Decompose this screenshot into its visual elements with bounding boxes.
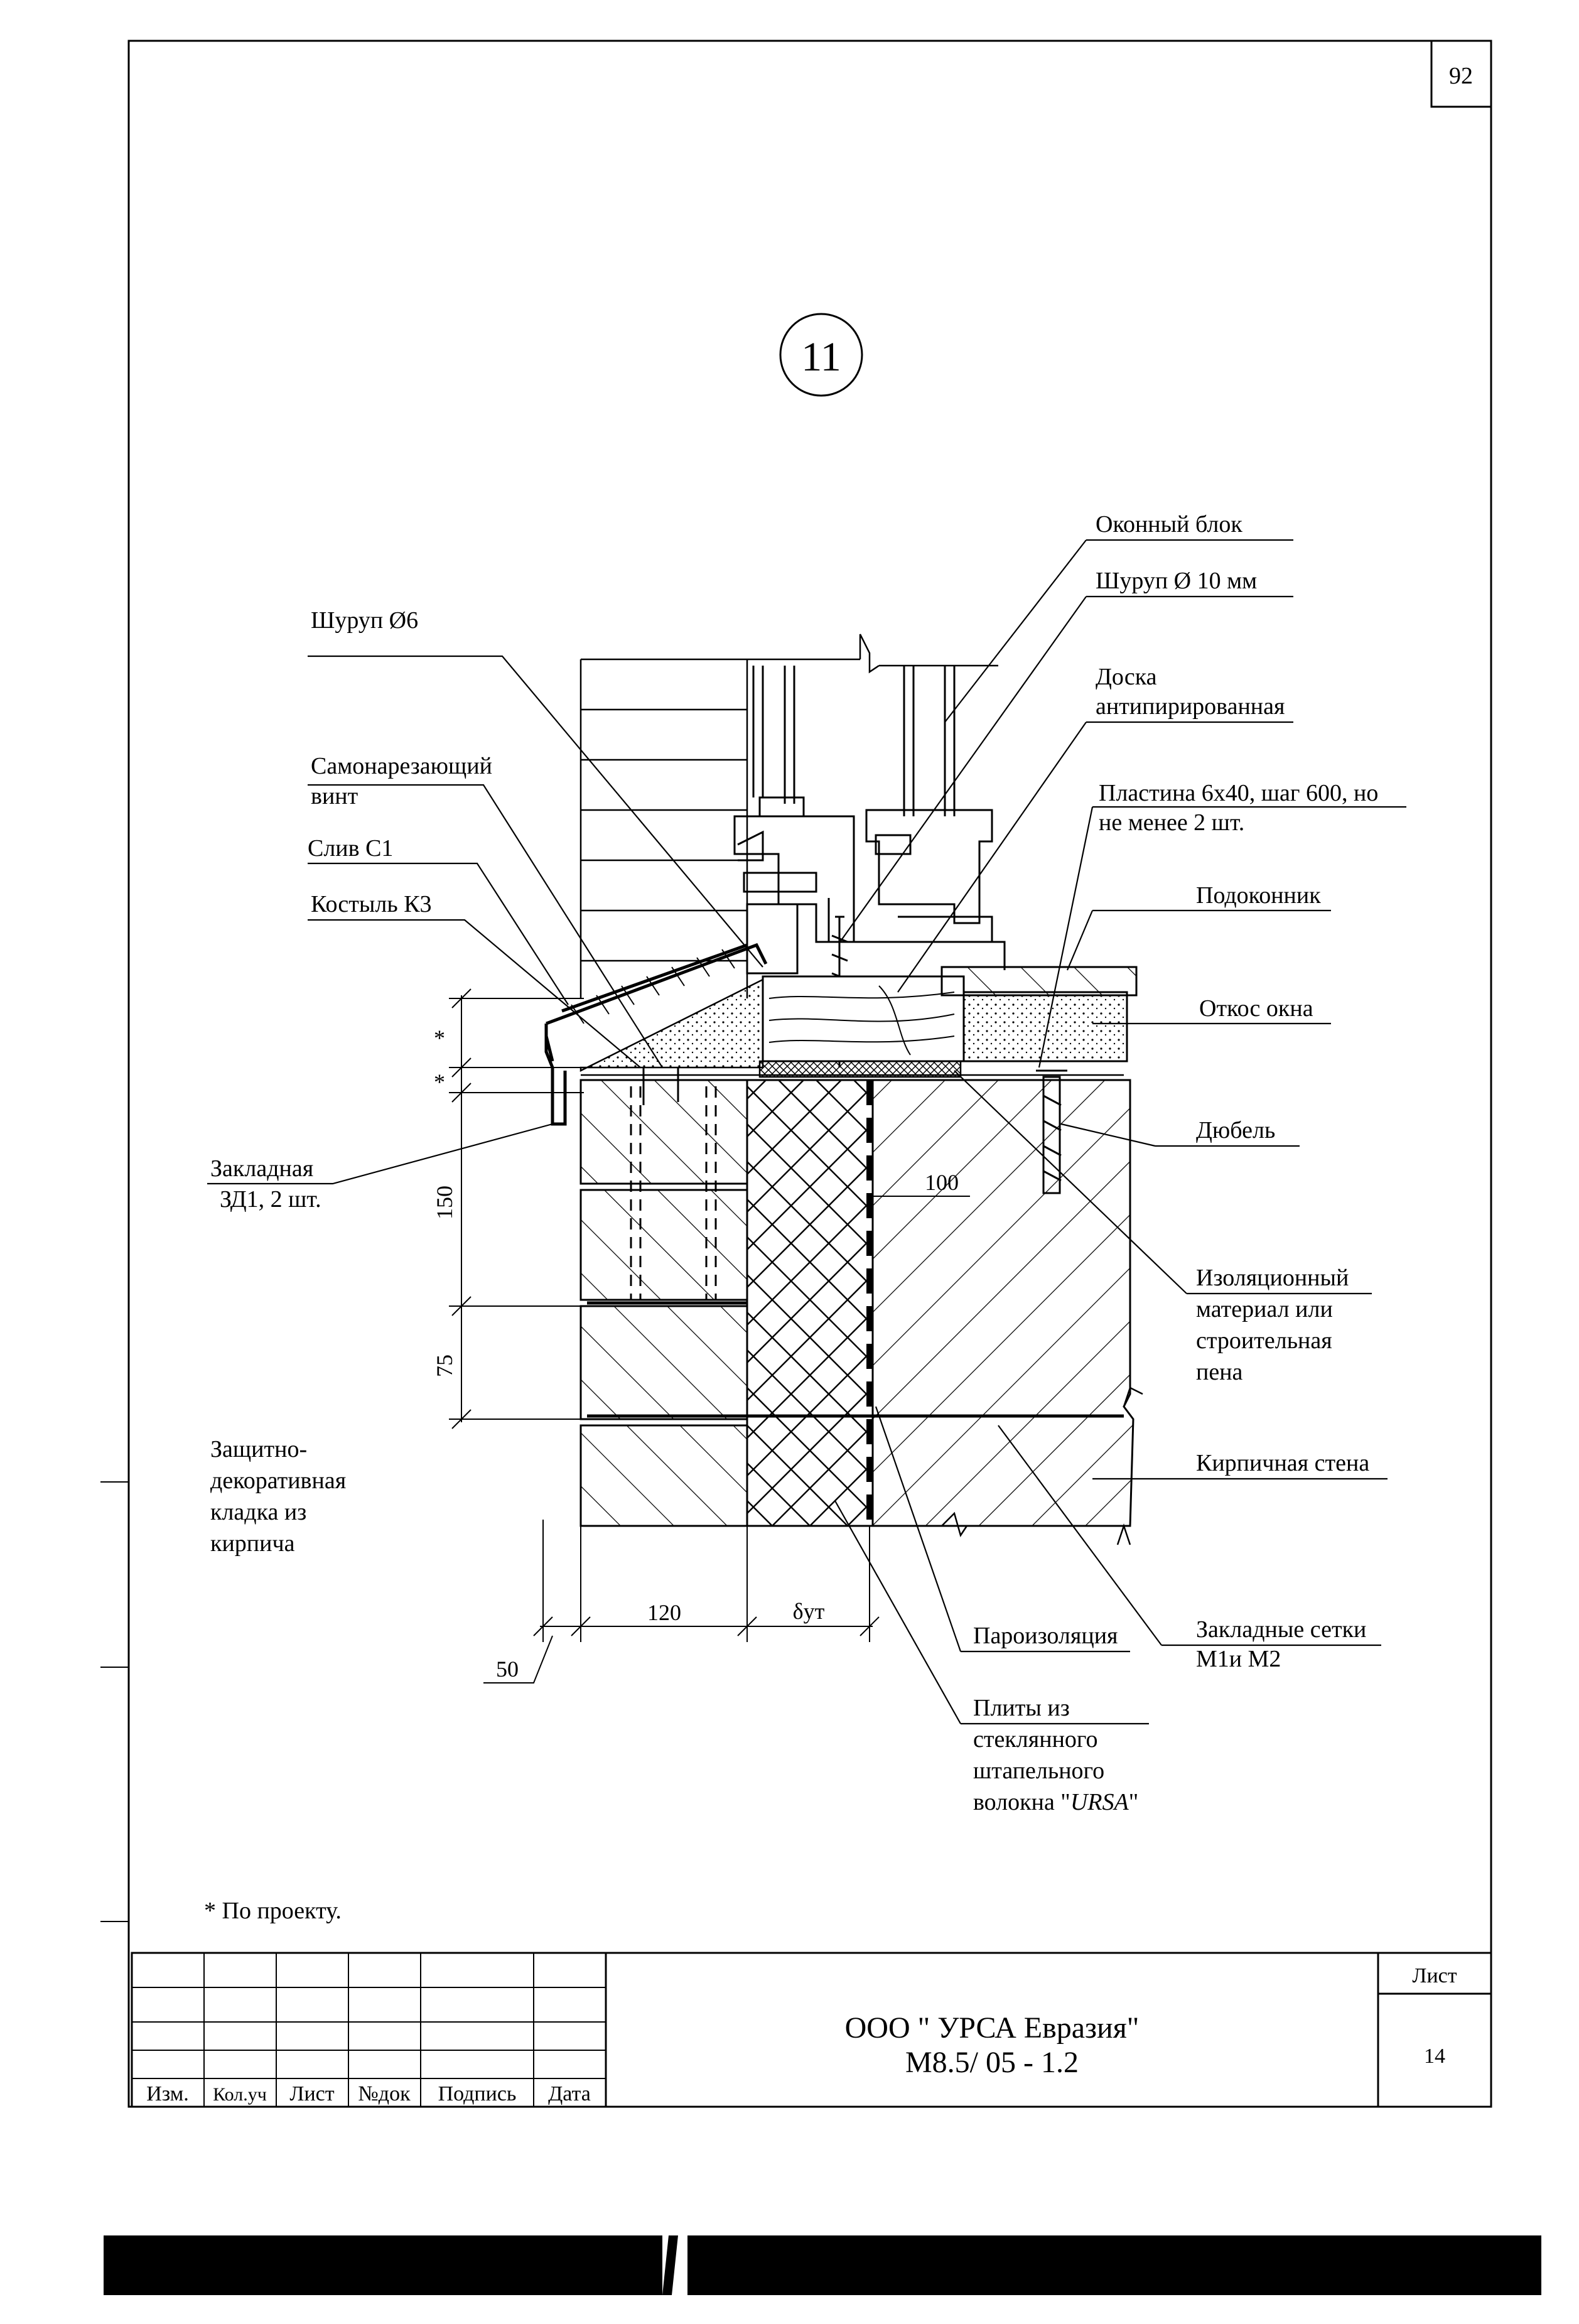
label-screw-10: Шуруп Ø 10 мм: [1096, 568, 1257, 594]
dim-50: 50: [496, 1657, 519, 1682]
reveal-block: [962, 991, 1128, 1062]
page-number: 92: [1449, 63, 1473, 89]
label-vapor: Пароизоляция: [973, 1623, 1118, 1649]
tb-col-date: Дата: [548, 2082, 591, 2105]
note-per-project: * По проекту.: [204, 1898, 342, 1924]
label-self-tap-1: Самонарезающий: [311, 753, 492, 779]
brick-wall: [871, 1079, 1134, 1527]
embed-screws: [642, 1067, 679, 1105]
dim-100: 100: [925, 1170, 959, 1195]
label-slabs-4: волокна "URSA": [973, 1789, 1138, 1815]
tb-sheet-label: Лист: [1412, 1964, 1457, 1987]
vertical-dimensions: [449, 988, 584, 1429]
dim-150: 150: [432, 1186, 457, 1219]
label-sill: Подоконник: [1196, 882, 1321, 909]
label-insul-1: Изоляционный: [1196, 1265, 1349, 1291]
leader-lines: [207, 539, 1406, 1725]
label-insul-2: материал или: [1196, 1296, 1333, 1322]
dim-star-1: *: [434, 1025, 445, 1051]
dim-star-2: *: [434, 1069, 445, 1094]
tb-col-kol: Кол.уч: [213, 2084, 267, 2105]
label-screw-6: Шуруп Ø6: [311, 607, 418, 634]
window-sill: [940, 966, 1138, 997]
tb-col-izm: Изм.: [146, 2082, 189, 2105]
insulation-slabs: [746, 1079, 874, 1527]
label-protect-1: Защитно-: [210, 1436, 307, 1462]
dim-insulation: δут: [793, 1599, 825, 1624]
label-mesh-1: Закладные сетки: [1196, 1616, 1366, 1643]
window-frame: [733, 666, 1006, 975]
label-slabs-2: стеклянного: [973, 1726, 1098, 1753]
label-plate-2: не менее 2 шт.: [1099, 809, 1244, 836]
label-board-1: Доска: [1096, 664, 1157, 690]
tb-col-list: Лист: [289, 2082, 334, 2105]
break-marks: [941, 1386, 1143, 1545]
title-block: Изм. Кол.уч Лист №док Подпись Дата ООО "…: [131, 1952, 1492, 2108]
tb-col-sign: Подпись: [438, 2082, 517, 2105]
tb-sheet-no: 14: [1424, 2045, 1445, 2068]
label-window-block: Оконный блок: [1096, 511, 1242, 538]
embedded-mesh: [587, 1301, 1124, 1418]
protective-brick: [579, 1079, 748, 1527]
detail-marker: 11: [779, 313, 863, 397]
label-plate-1: Пластина 6х40, шаг 600, но: [1099, 780, 1378, 806]
label-slabs-3: штапельного: [973, 1758, 1104, 1784]
label-crutch: Костыль К3: [311, 891, 432, 917]
dim-120: 120: [647, 1600, 681, 1625]
callout-labels: Оконный блок Шуруп Ø 10 мм Доска антипир…: [204, 511, 1378, 1924]
tb-company: ООО " УРСА Евразия": [845, 2011, 1140, 2045]
label-mesh-2: М1и М2: [1196, 1646, 1281, 1672]
dowel: [1036, 1069, 1067, 1194]
label-embed-2: ЗД1, 2 шт.: [220, 1186, 321, 1213]
label-reveal: Откос окна: [1199, 995, 1313, 1022]
label-dowel: Дюбель: [1196, 1117, 1275, 1143]
embed-anchors: [630, 1086, 717, 1300]
label-board-2: антипирированная: [1096, 693, 1285, 720]
label-slabs-4-text: волокна ": [973, 1789, 1070, 1815]
label-insul-3: строительная: [1196, 1327, 1332, 1354]
label-protect-3: кладка из: [210, 1499, 306, 1525]
detail-number: 11: [801, 334, 841, 380]
scan-bars: [104, 2235, 1541, 2295]
dim-75: 75: [432, 1354, 457, 1377]
label-insul-4: пена: [1196, 1359, 1243, 1385]
label-slabs-1: Плиты из: [973, 1695, 1070, 1721]
label-self-tap-2: винт: [311, 783, 358, 809]
label-protect-4: кирпича: [210, 1530, 295, 1557]
horizontal-dimensions: [483, 1520, 880, 1684]
tb-col-ndok: №док: [358, 2082, 411, 2105]
label-drip: Слив С1: [308, 835, 393, 862]
label-slabs-end: ": [1129, 1789, 1139, 1815]
tb-doc-code: М8.5/ 05 - 1.2: [905, 2046, 1079, 2079]
label-brick-wall: Кирпичная стена: [1196, 1450, 1369, 1476]
label-protect-2: декоративная: [210, 1467, 346, 1494]
section-drawing: 100 * * 150 75 120 δут 50: [432, 634, 1143, 1684]
drip-cap: [544, 943, 768, 1126]
label-embed-1: Закладная: [210, 1155, 313, 1182]
page-number-box: 92: [1430, 40, 1492, 108]
label-slabs-brand: URSA: [1070, 1789, 1129, 1815]
board-antiseptic: [762, 975, 965, 1062]
